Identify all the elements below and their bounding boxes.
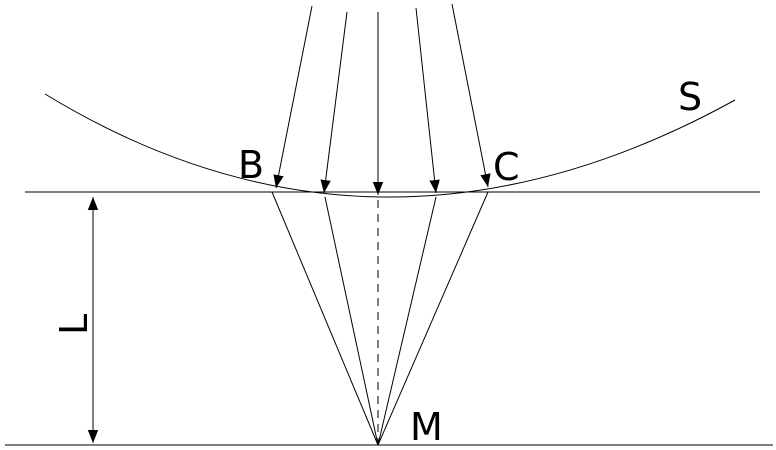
label-point-b: B: [238, 143, 264, 187]
incident-ray-2: [320, 11, 348, 194]
refracted-ray-2: [324, 196, 379, 446]
incident-ray-1: [273, 5, 313, 189]
label-point-m: M: [410, 405, 443, 449]
refracted-ray-4: [377, 196, 437, 446]
label-length-l: L: [52, 314, 96, 335]
label-surface-s: S: [678, 75, 702, 119]
incident-ray-5: [451, 3, 491, 188]
curved-surface-s: [44, 93, 736, 198]
label-point-c: C: [493, 145, 520, 189]
refracted-ray-1: [271, 191, 379, 446]
refracted-ray-5: [377, 191, 489, 446]
incident-ray-4: [415, 7, 440, 194]
